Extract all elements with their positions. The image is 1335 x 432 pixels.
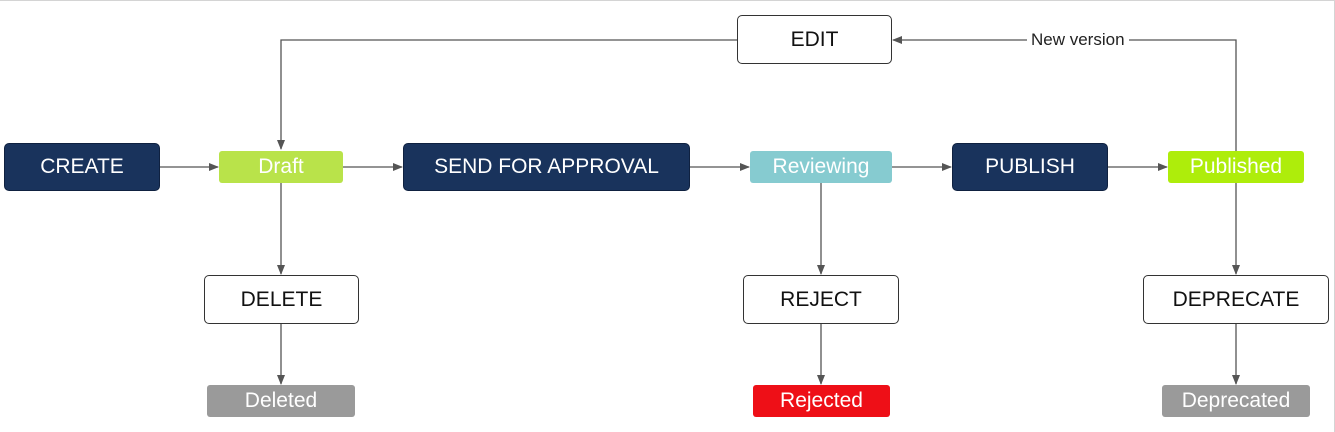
reviewing-state: Reviewing xyxy=(750,151,892,183)
delete-action[interactable]: DELETE xyxy=(204,275,359,324)
reject-action[interactable]: REJECT xyxy=(743,275,899,324)
edge-edit-to-draft xyxy=(277,39,737,150)
deprecated-state: Deprecated xyxy=(1162,385,1310,417)
new-version-label: New version xyxy=(1027,30,1129,50)
published-state: Published xyxy=(1168,151,1304,183)
deprecate-action[interactable]: DEPRECATE xyxy=(1143,275,1329,324)
edit-action[interactable]: EDIT xyxy=(737,15,892,64)
edge-published-to-edit xyxy=(892,36,1237,151)
deleted-state: Deleted xyxy=(207,385,355,417)
send-for-approval-action[interactable]: SEND FOR APPROVAL xyxy=(403,143,690,191)
draft-state: Draft xyxy=(219,151,343,183)
create-action[interactable]: CREATE xyxy=(4,143,160,191)
publish-action[interactable]: PUBLISH xyxy=(952,143,1108,191)
rejected-state: Rejected xyxy=(753,385,890,417)
